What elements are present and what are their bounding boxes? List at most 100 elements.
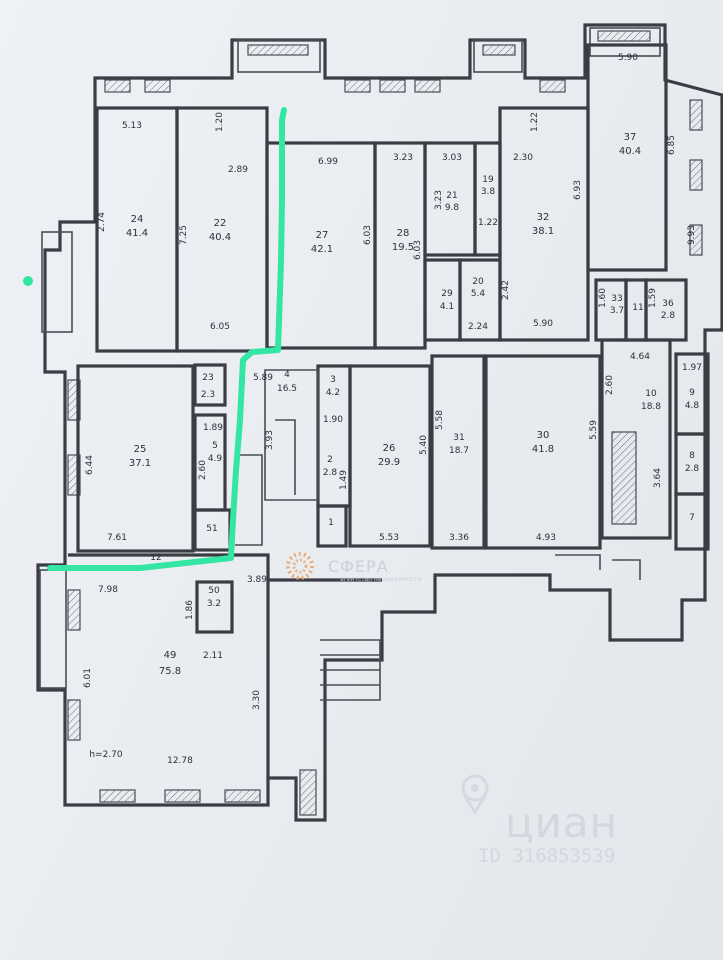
watermark-site: циан	[505, 798, 619, 847]
room-27-area: 42.1	[311, 244, 333, 255]
room-3-area: 4.2	[326, 388, 340, 398]
svg-text:2.30: 2.30	[513, 153, 533, 163]
room-21-area: 9.8	[445, 203, 460, 213]
room-23-area: 2.3	[201, 390, 215, 400]
room-37-num: 37	[624, 132, 637, 143]
room-49-area: 75.8	[159, 666, 181, 677]
room-2-area: 2.8	[323, 468, 338, 478]
watermark-subtitle: агентство недвижимости	[340, 576, 422, 583]
room-5-num: 5	[212, 441, 218, 451]
room-10-num: 10	[645, 389, 657, 399]
svg-text:6.44: 6.44	[85, 455, 95, 475]
svg-text:3.23: 3.23	[393, 153, 413, 163]
room-8-num: 8	[689, 451, 695, 461]
watermark-brand: СФЕРА	[328, 557, 389, 576]
brand-logo-icon	[286, 552, 314, 580]
svg-text:2.60: 2.60	[605, 375, 615, 395]
svg-text:1.89: 1.89	[203, 423, 223, 433]
room-20-area: 5.4	[471, 289, 486, 299]
room-8-area: 2.8	[685, 464, 700, 474]
room-5-area: 4.9	[208, 454, 223, 464]
watermark-listing-id: ID 316853539	[478, 845, 616, 867]
room-4-num: 4	[284, 370, 290, 380]
svg-text:6.99: 6.99	[318, 157, 338, 167]
svg-text:2.89: 2.89	[228, 165, 248, 175]
svg-text:4.64: 4.64	[630, 352, 650, 362]
svg-text:5.89: 5.89	[253, 373, 273, 383]
room-28-num: 28	[397, 228, 410, 239]
svg-text:3.89: 3.89	[247, 575, 267, 585]
svg-text:5.40: 5.40	[419, 435, 429, 455]
svg-text:1.49: 1.49	[339, 470, 349, 490]
svg-text:6.01: 6.01	[83, 668, 93, 688]
room-31-num: 31	[453, 433, 464, 443]
room-7-num: 7	[689, 513, 695, 523]
svg-text:3.36: 3.36	[449, 533, 469, 543]
room-22-area: 40.4	[209, 232, 231, 243]
svg-text:1.86: 1.86	[185, 600, 195, 620]
room-20-num: 20	[472, 277, 484, 287]
room-36-num: 36	[662, 299, 674, 309]
room-36-area: 2.8	[661, 311, 676, 321]
room-32-area: 38.1	[532, 226, 554, 237]
location-pin-icon	[461, 774, 489, 815]
room-26-num: 26	[383, 443, 396, 454]
svg-text:5.58: 5.58	[435, 410, 445, 430]
svg-text:1.60: 1.60	[598, 288, 608, 308]
svg-text:6.05: 6.05	[210, 322, 230, 332]
room-23-num: 23	[202, 373, 213, 383]
svg-text:1.97: 1.97	[682, 363, 702, 373]
svg-text:h=2.70: h=2.70	[89, 750, 123, 760]
svg-text:1.22: 1.22	[478, 218, 498, 228]
room-33-num: 33	[611, 294, 622, 304]
room-21-num: 21	[446, 191, 457, 201]
svg-text:6.03: 6.03	[413, 240, 423, 260]
room-22-num: 22	[214, 218, 227, 229]
svg-text:7.98: 7.98	[98, 585, 118, 595]
room-30-area: 41.8	[532, 444, 554, 455]
room-49-num: 49	[164, 650, 177, 661]
svg-text:7.61: 7.61	[107, 533, 127, 543]
room-28-area: 19.5	[392, 242, 414, 253]
room-50-area: 3.2	[207, 599, 221, 609]
svg-text:1.59: 1.59	[648, 288, 658, 308]
room-10-area: 18.8	[641, 402, 661, 412]
svg-text:5.13: 5.13	[122, 121, 142, 131]
svg-text:3.64: 3.64	[653, 468, 663, 488]
svg-text:3.23: 3.23	[434, 190, 444, 210]
svg-text:1.22: 1.22	[530, 112, 540, 132]
route-line	[47, 107, 287, 571]
svg-text:3.30: 3.30	[252, 690, 262, 710]
svg-text:6.03: 6.03	[363, 225, 373, 245]
svg-text:6.85: 6.85	[667, 135, 677, 155]
room-37-area: 40.4	[619, 146, 641, 157]
svg-text:2.24: 2.24	[468, 322, 488, 332]
room-1-num: 1	[328, 518, 334, 528]
route-overlay	[23, 107, 287, 571]
svg-text:12.78: 12.78	[167, 756, 193, 766]
svg-text:5.53: 5.53	[379, 533, 399, 543]
svg-text:1.20: 1.20	[215, 112, 225, 132]
room-51-num: 51	[206, 524, 217, 534]
svg-text:4.93: 4.93	[536, 533, 556, 543]
svg-text:3.93: 3.93	[265, 430, 275, 450]
room-11-num: 11	[632, 303, 643, 313]
windows	[67, 30, 703, 816]
room-9-num: 9	[689, 388, 695, 398]
room-24-area: 41.4	[126, 228, 148, 239]
room-50-num: 50	[208, 586, 220, 596]
room-3-num: 3	[330, 375, 336, 385]
room-25-area: 37.1	[129, 458, 151, 469]
svg-text:2.74: 2.74	[97, 212, 107, 232]
room-29-area: 4.1	[440, 302, 454, 312]
room-9-area: 4.8	[685, 401, 700, 411]
room-2-num: 2	[327, 455, 333, 465]
svg-text:5.59: 5.59	[589, 420, 599, 440]
room-19-num: 19	[482, 175, 494, 185]
room-25-num: 25	[134, 444, 147, 455]
room-labels: 24 41.4 22 40.4 27 42.1 28 19.5 21 9.8 1…	[126, 132, 700, 677]
room-24-num: 24	[131, 214, 144, 225]
room-32-num: 32	[537, 212, 550, 223]
room-27-num: 27	[316, 230, 329, 241]
